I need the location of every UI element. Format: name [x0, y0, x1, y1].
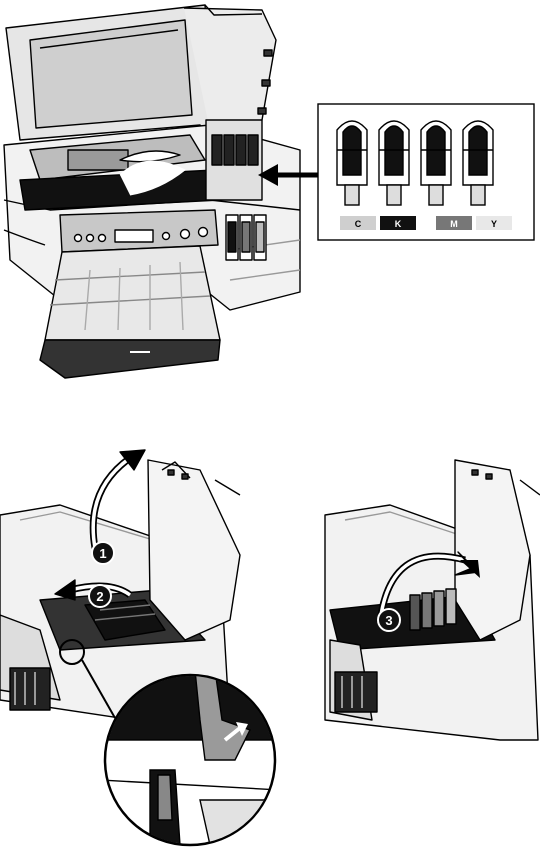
step-badge-2: 2: [89, 585, 111, 607]
printer-overview-figure: [4, 5, 318, 378]
label-m: M: [450, 219, 458, 229]
output-tray: [40, 246, 220, 378]
step-3-figure: [325, 460, 540, 740]
step-number-2: 2: [96, 589, 103, 604]
step-badge-3: 3: [378, 609, 400, 631]
step-number-3: 3: [385, 613, 392, 628]
label-y: Y: [491, 219, 497, 229]
cartridge-callout-box: C K M Y: [318, 104, 534, 240]
step-number-1: 1: [99, 546, 106, 561]
label-k: K: [395, 219, 402, 229]
step-badge-1: 1: [92, 542, 114, 564]
label-c: C: [355, 219, 362, 229]
